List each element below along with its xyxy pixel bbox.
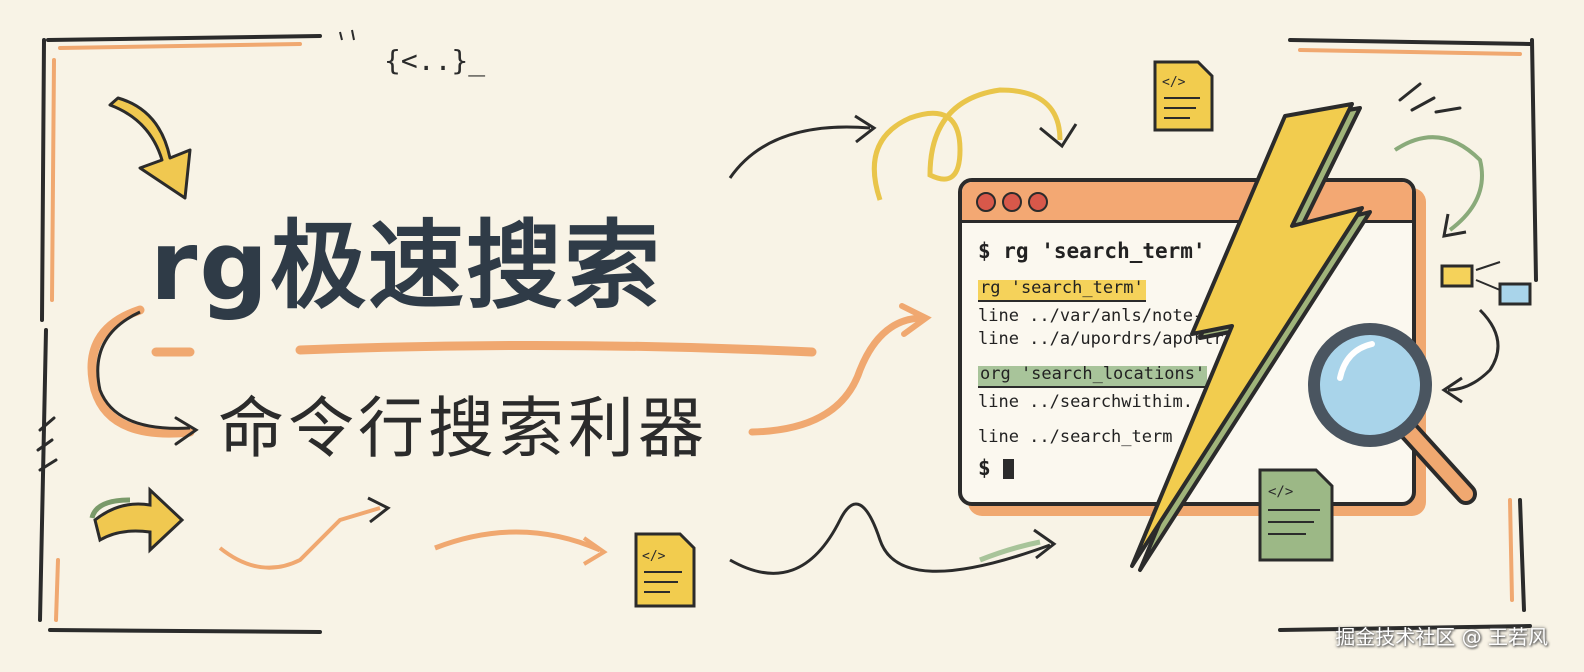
frame-right xyxy=(1278,38,1538,632)
arrow-icon-top xyxy=(728,125,871,179)
arrow-icon-bottom-mid xyxy=(434,529,602,553)
result-line: line ../var/anls/note-ect xyxy=(978,306,1234,326)
watermark: 掘金技术社区 @ 王若风 xyxy=(1335,625,1548,649)
frame-left-orange xyxy=(50,42,302,622)
square-blue xyxy=(1498,282,1532,306)
lightning-bolt-icon xyxy=(1130,102,1372,572)
terminal-prompt: $ xyxy=(978,458,1396,479)
result-line: line ../searchwithim...ard xyxy=(978,392,1245,412)
frame-left xyxy=(38,34,322,634)
result-line: line ../a/upordrs/aportr xyxy=(978,329,1224,349)
window-dot-minimize xyxy=(1002,192,1022,212)
magnifier-icon xyxy=(1308,323,1477,505)
arrow-icon-green-bottomleft xyxy=(93,486,185,554)
title-underline xyxy=(295,340,817,357)
arrow-icon-right-lower xyxy=(1447,308,1500,392)
result-group-2-header: org 'search_locations' xyxy=(978,366,1396,388)
result-line: line ../search_term xyxy=(978,427,1173,447)
prompt-symbol: $ xyxy=(978,456,991,480)
page-subtitle: 命令行搜索利器 xyxy=(218,390,708,467)
window-dot-close xyxy=(976,192,996,212)
code-document-icon-top: </> xyxy=(1153,60,1214,132)
window-dot-maximize xyxy=(1028,192,1048,212)
pattern-highlight: rg 'search_term' xyxy=(978,280,1146,302)
loop-scribble xyxy=(871,87,1063,201)
square-orange xyxy=(1440,264,1474,288)
svg-text:</>: </> xyxy=(1162,75,1186,90)
arrow-icon-topleft xyxy=(108,96,192,200)
page-title: rg极速搜索 xyxy=(150,210,663,322)
cursor-icon xyxy=(1003,459,1015,479)
result-group-1-header: rg 'search_term' xyxy=(978,280,1396,302)
arrow-icon-bottom-left xyxy=(218,506,381,570)
svg-text:</>: </> xyxy=(1268,484,1293,500)
pattern-highlight: org 'search_locations' xyxy=(978,366,1208,388)
arrow-icon-left-curl xyxy=(87,305,195,438)
terminal-command: $ rg 'search_term' xyxy=(978,239,1206,263)
code-glyph: {<..}_ xyxy=(384,44,486,77)
code-document-icon-right: </> xyxy=(1258,468,1334,562)
arrow-icon-bottom-right xyxy=(729,502,1051,575)
svg-text:</>: </> xyxy=(642,549,666,564)
frame-right-orange xyxy=(1298,48,1522,602)
arrow-icon-mid xyxy=(748,314,924,436)
arrow-icon-right-green xyxy=(1393,135,1484,232)
code-document-icon-bottom: </> xyxy=(634,532,696,608)
terminal-body: $ rg 'search_term' rg 'search_term' line… xyxy=(962,223,1412,479)
